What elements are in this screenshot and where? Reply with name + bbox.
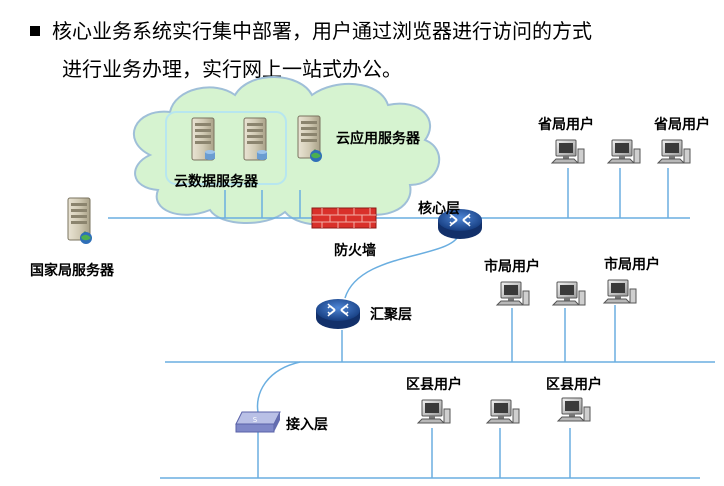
prov-user-label-1: 省局用户 [538, 117, 594, 133]
paragraph-line-2: 进行业务办理，实行网上一站式办公。 [62, 57, 402, 81]
aggregation-router-icon [315, 298, 361, 330]
firewall-icon [311, 207, 377, 229]
cloud-app-server-label: 云应用服务器 [336, 131, 420, 147]
description-paragraph: 核心业务系统实行集中部署，用户通过浏览器进行访问的方式 进行业务办理，实行网上一… [30, 12, 710, 88]
access-layer-label: 接入层 [286, 417, 328, 433]
firewall-label: 防火墙 [334, 243, 376, 259]
county-user-label-1: 区县用户 [406, 377, 462, 393]
county-user-pc-1-icon [417, 399, 451, 424]
core-layer-label: 核心层 [418, 201, 460, 217]
prov-user-pc-1-icon [551, 139, 585, 164]
city-user-pc-3-icon [603, 279, 637, 304]
access-switch-icon: S [235, 411, 281, 433]
county-user-pc-2-icon [486, 399, 520, 424]
prov-user-label-2: 省局用户 [654, 117, 710, 133]
national-server-icon [67, 197, 92, 244]
cloud-data-server-label: 云数据服务器 [174, 174, 258, 190]
prov-user-pc-3-icon [657, 139, 691, 164]
paragraph-line-1: 核心业务系统实行集中部署，用户通过浏览器进行访问的方式 [52, 19, 592, 43]
city-user-label-2: 市局用户 [604, 257, 660, 273]
cloud-app-server-icon [297, 115, 322, 162]
city-user-label-1: 市局用户 [484, 259, 540, 275]
county-user-label-2: 区县用户 [546, 377, 602, 393]
bullet-square-icon [30, 25, 40, 36]
network-links [108, 168, 715, 479]
city-user-pc-2-icon [552, 281, 586, 306]
data-server-group-frame [165, 111, 287, 185]
county-user-pc-3-icon [557, 397, 591, 422]
cloud-data-server-1-icon [191, 117, 215, 161]
aggregation-layer-label: 汇聚层 [370, 307, 412, 323]
city-user-pc-1-icon [496, 281, 530, 306]
cloud-data-server-2-icon [243, 117, 267, 161]
svg-text:S: S [253, 416, 258, 424]
prov-user-pc-2-icon [607, 139, 641, 164]
national-server-label: 国家局服务器 [30, 263, 114, 279]
